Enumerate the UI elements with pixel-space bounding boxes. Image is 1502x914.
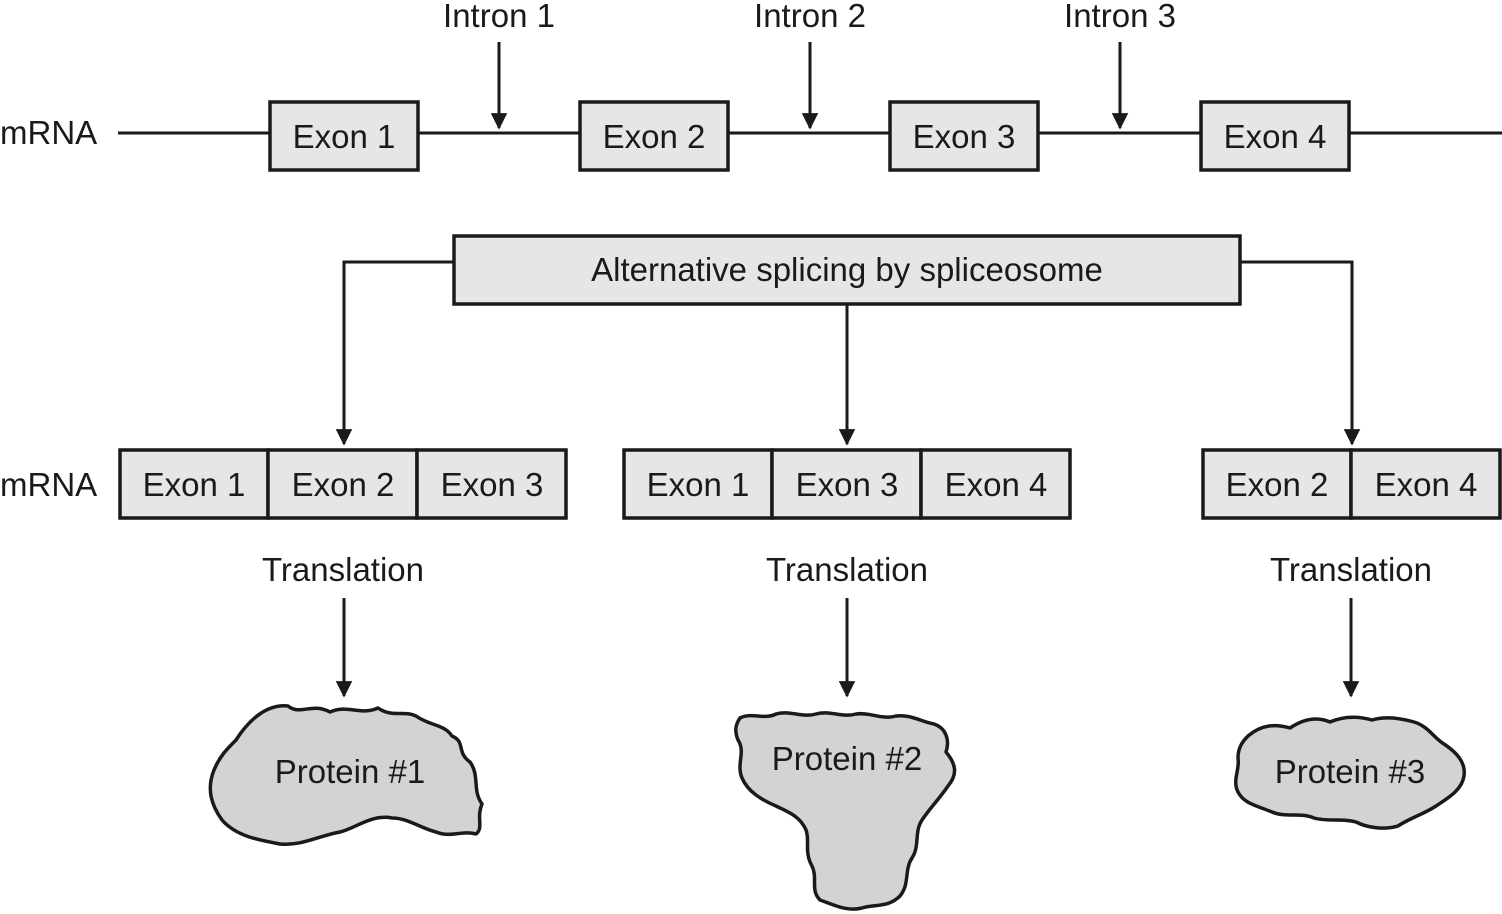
top-exon-4-label: Exon 4 bbox=[1224, 118, 1327, 155]
variant-3-exon-1: Exon 2 bbox=[1226, 466, 1329, 503]
variant-3-exon-2: Exon 4 bbox=[1375, 466, 1478, 503]
intron-2-label: Intron 2 bbox=[754, 0, 866, 34]
variant-2-exon-1: Exon 1 bbox=[647, 466, 750, 503]
protein-1-shape bbox=[208, 704, 484, 846]
top-exon-1-label: Exon 1 bbox=[293, 118, 396, 155]
variant-1-exon-3: Exon 3 bbox=[441, 466, 544, 503]
spliceosome-process-label: Alternative splicing by spliceosome bbox=[591, 251, 1103, 288]
protein-3: Protein #3 bbox=[1234, 715, 1466, 830]
intron-3-label: Intron 3 bbox=[1064, 0, 1176, 34]
protein-1-label: Protein #1 bbox=[275, 753, 425, 790]
protein-2: Protein #2 bbox=[734, 711, 957, 911]
top-exon-2: Exon 2 bbox=[578, 100, 730, 172]
variant-1-translation-label: Translation bbox=[262, 551, 424, 588]
protein-1: Protein #1 bbox=[208, 704, 484, 846]
variant-2-translation-label: Translation bbox=[766, 551, 928, 588]
variant-1-mrna-label: mRNA bbox=[0, 466, 97, 503]
variant-1-exon-1: Exon 1 bbox=[143, 466, 246, 503]
top-exon-4: Exon 4 bbox=[1199, 100, 1351, 172]
protein-3-shape bbox=[1234, 715, 1466, 830]
variant-3-mrna: Exon 2 Exon 4 bbox=[1201, 448, 1502, 520]
variant-1-mrna: Exon 1 Exon 2 Exon 3 bbox=[118, 448, 568, 520]
protein-2-shape bbox=[734, 711, 957, 911]
top-mrna-label: mRNA bbox=[0, 114, 97, 151]
protein-3-label: Protein #3 bbox=[1275, 753, 1425, 790]
variant-3-translation-label: Translation bbox=[1270, 551, 1432, 588]
top-exon-1: Exon 1 bbox=[268, 100, 420, 172]
top-exon-3-label: Exon 3 bbox=[913, 118, 1016, 155]
spliceosome-process: Alternative splicing by spliceosome bbox=[452, 234, 1242, 306]
intron-1-label: Intron 1 bbox=[443, 0, 555, 34]
top-exon-3: Exon 3 bbox=[888, 100, 1040, 172]
variant-1-exon-2: Exon 2 bbox=[292, 466, 395, 503]
variant-2-mrna: Exon 1 Exon 3 Exon 4 bbox=[622, 448, 1072, 520]
variant-2-exon-3: Exon 4 bbox=[945, 466, 1048, 503]
protein-2-label: Protein #2 bbox=[772, 740, 922, 777]
top-exon-2-label: Exon 2 bbox=[603, 118, 706, 155]
variant-2-exon-2: Exon 3 bbox=[796, 466, 899, 503]
branch-arrow-right bbox=[1240, 260, 1361, 446]
branch-arrow-left bbox=[335, 260, 454, 446]
